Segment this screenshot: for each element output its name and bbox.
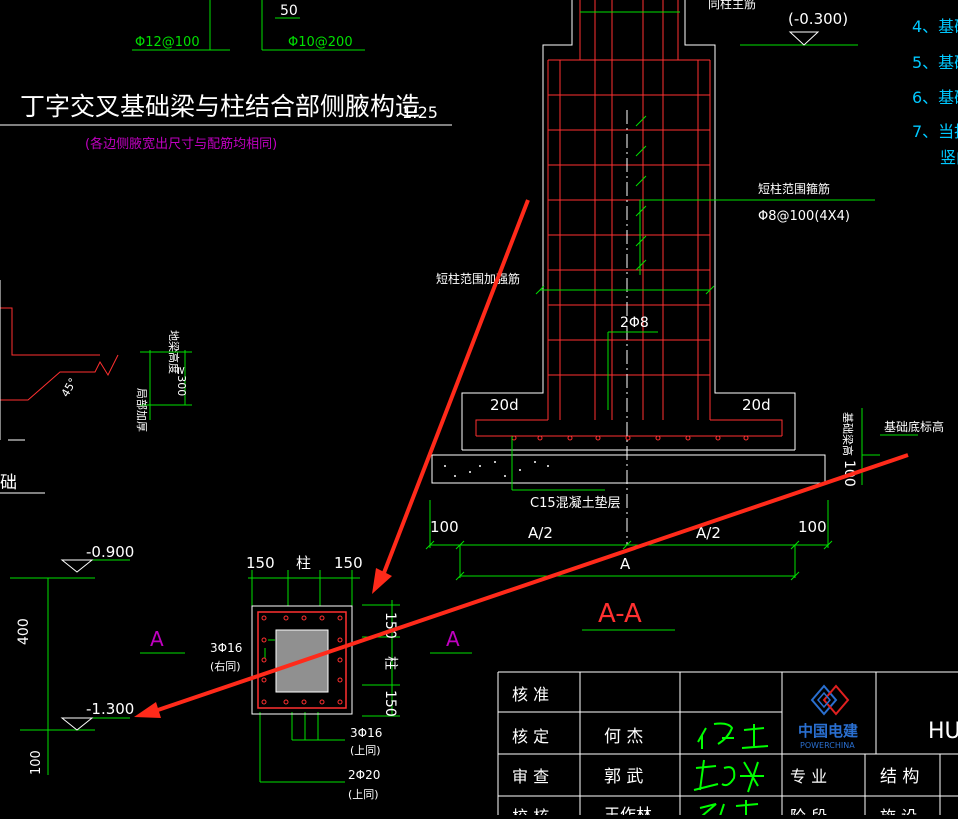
column-outer <box>251 605 353 715</box>
tb-row4-field-label: 阶 段 <box>790 807 827 815</box>
rebar-dots <box>511 435 749 441</box>
tb-row2-label: 核 定 <box>512 727 549 746</box>
elev-top-label: (-0.300) <box>788 10 848 28</box>
note-5: 5、基础 <box>912 53 958 72</box>
label-20d-left: 20d <box>490 396 519 414</box>
tb-row2-name: 何 杰 <box>604 727 643 747</box>
dim-100-left: 100 <box>430 518 459 536</box>
section-title-aa: A-A <box>598 599 642 629</box>
section-dimensions <box>429 11 918 631</box>
label-2phi8: 2Φ8 <box>620 315 649 331</box>
label-c15: C15混凝土垫层 <box>530 495 621 511</box>
elev-minus-0900: -0.900 <box>86 543 134 561</box>
tb-row4-label: 校 核 <box>512 807 549 815</box>
label-stirrup: 短柱范围箍筋 <box>758 181 830 196</box>
dim-a-total: A <box>620 555 631 573</box>
dim-150-v-bottom: 150 <box>382 690 398 717</box>
tb-row3-name: 郭 武 <box>604 767 643 787</box>
powerchina-logo-icon <box>810 684 850 716</box>
drawing-subtitle: (各边侧腋宽出尺寸与配筋均相同) <box>85 136 277 152</box>
elev-minus-1300: -1.300 <box>86 700 134 718</box>
tb-row3-field-value: 结 构 <box>880 767 919 787</box>
signature-row4 <box>699 800 759 817</box>
company-abbr: HU <box>928 719 958 744</box>
rebar-3phi16-bottom-note: (上同) <box>350 744 381 757</box>
tb-row1-label: 核 准 <box>512 685 549 704</box>
note-7-cont: 竖向 <box>940 148 958 167</box>
label-col-v: 柱 <box>382 656 398 670</box>
signature-row2 <box>697 722 769 749</box>
left-detail-group <box>0 280 192 494</box>
elev-marker-top <box>788 31 820 46</box>
note-7: 7、当挡 <box>912 122 958 141</box>
logo-cn-text: 中国电建 <box>798 722 859 740</box>
elev-marker-09 <box>60 559 94 573</box>
annotation-arrow-2 <box>151 453 909 714</box>
foundation-fragment: 础 <box>0 473 17 493</box>
rebar-cage <box>475 0 783 437</box>
section-marker-a-right: A <box>446 627 460 651</box>
tick-marks <box>425 115 833 581</box>
column-rebar-dots <box>261 615 343 705</box>
rebar-3phi16-left: 3Φ16 <box>210 641 242 655</box>
tb-row4-name: 王作林 <box>604 805 652 815</box>
rebar-phi10-label: Φ10@200 <box>288 35 353 50</box>
dim-400: 400 <box>16 618 32 645</box>
title-block-grid <box>497 671 958 815</box>
angle-45-label: 45° <box>59 376 80 399</box>
plan-detail-lines <box>10 559 472 783</box>
section-marker-a-left: A <box>150 627 164 651</box>
logo-en-text: POWERCHINA <box>800 741 855 750</box>
label-extra-stirrup: 短柱范围加强筋 <box>436 271 520 286</box>
rebar-2phi20: 2Φ20 <box>348 768 380 782</box>
annotation-arrowhead-2 <box>134 702 161 718</box>
label-20d-right: 20d <box>742 396 771 414</box>
top-left-group <box>132 0 365 51</box>
dim-150-h-left: 150 <box>246 554 275 572</box>
rebar-2phi20-note: (上同) <box>348 788 379 801</box>
column-rebar-ring <box>257 611 347 709</box>
label-base-elev: 基础底标高 <box>884 419 944 434</box>
annotation-arrow-1 <box>380 199 530 579</box>
note-4: 4、基础 <box>912 17 958 36</box>
note-6: 6、基础 <box>912 88 958 107</box>
tb-row3-field-label: 专 业 <box>790 767 827 786</box>
tb-row4-field-value: 施 设 <box>880 807 917 815</box>
label-same-col-rebar: 同柱主筋 <box>708 0 756 11</box>
section-aa-outline <box>431 0 826 484</box>
drawing-scale: 1:25 <box>402 103 438 122</box>
dim-50-top: 50 <box>280 3 298 19</box>
dim-a2-left: A/2 <box>528 524 553 542</box>
annotation-arrows <box>134 199 909 718</box>
rebar-phi12-label: Φ12@100 <box>135 35 200 50</box>
dim-300: ≥300 <box>175 366 188 396</box>
rebar-3phi16-bottom: 3Φ16 <box>350 726 382 740</box>
label-col-h: 柱 <box>296 554 311 572</box>
dim-a2-right: A/2 <box>696 524 721 542</box>
drawing-title: 丁字交叉基础梁与柱结合部侧腋构造 <box>20 92 420 121</box>
dim-100-bottom: 100 <box>29 750 44 775</box>
dim-150-h-right: 150 <box>334 554 363 572</box>
label-beam-height-aa: 基础梁高 <box>841 412 855 456</box>
dim-100-right: 100 <box>798 518 827 536</box>
label-beam-height: 地梁高度 <box>167 330 181 374</box>
label-local-thicken: 局部加厚 <box>135 388 149 432</box>
tb-row3-label: 审 查 <box>512 767 549 786</box>
elev-marker-13 <box>60 717 94 731</box>
signature-row3 <box>693 759 764 793</box>
annotation-arrowhead-1 <box>372 568 392 594</box>
rebar-3phi16-left-note: (右同) <box>210 659 241 673</box>
concrete-hatch <box>444 461 549 477</box>
stirrup-spec: Φ8@100(4X4) <box>758 209 850 224</box>
